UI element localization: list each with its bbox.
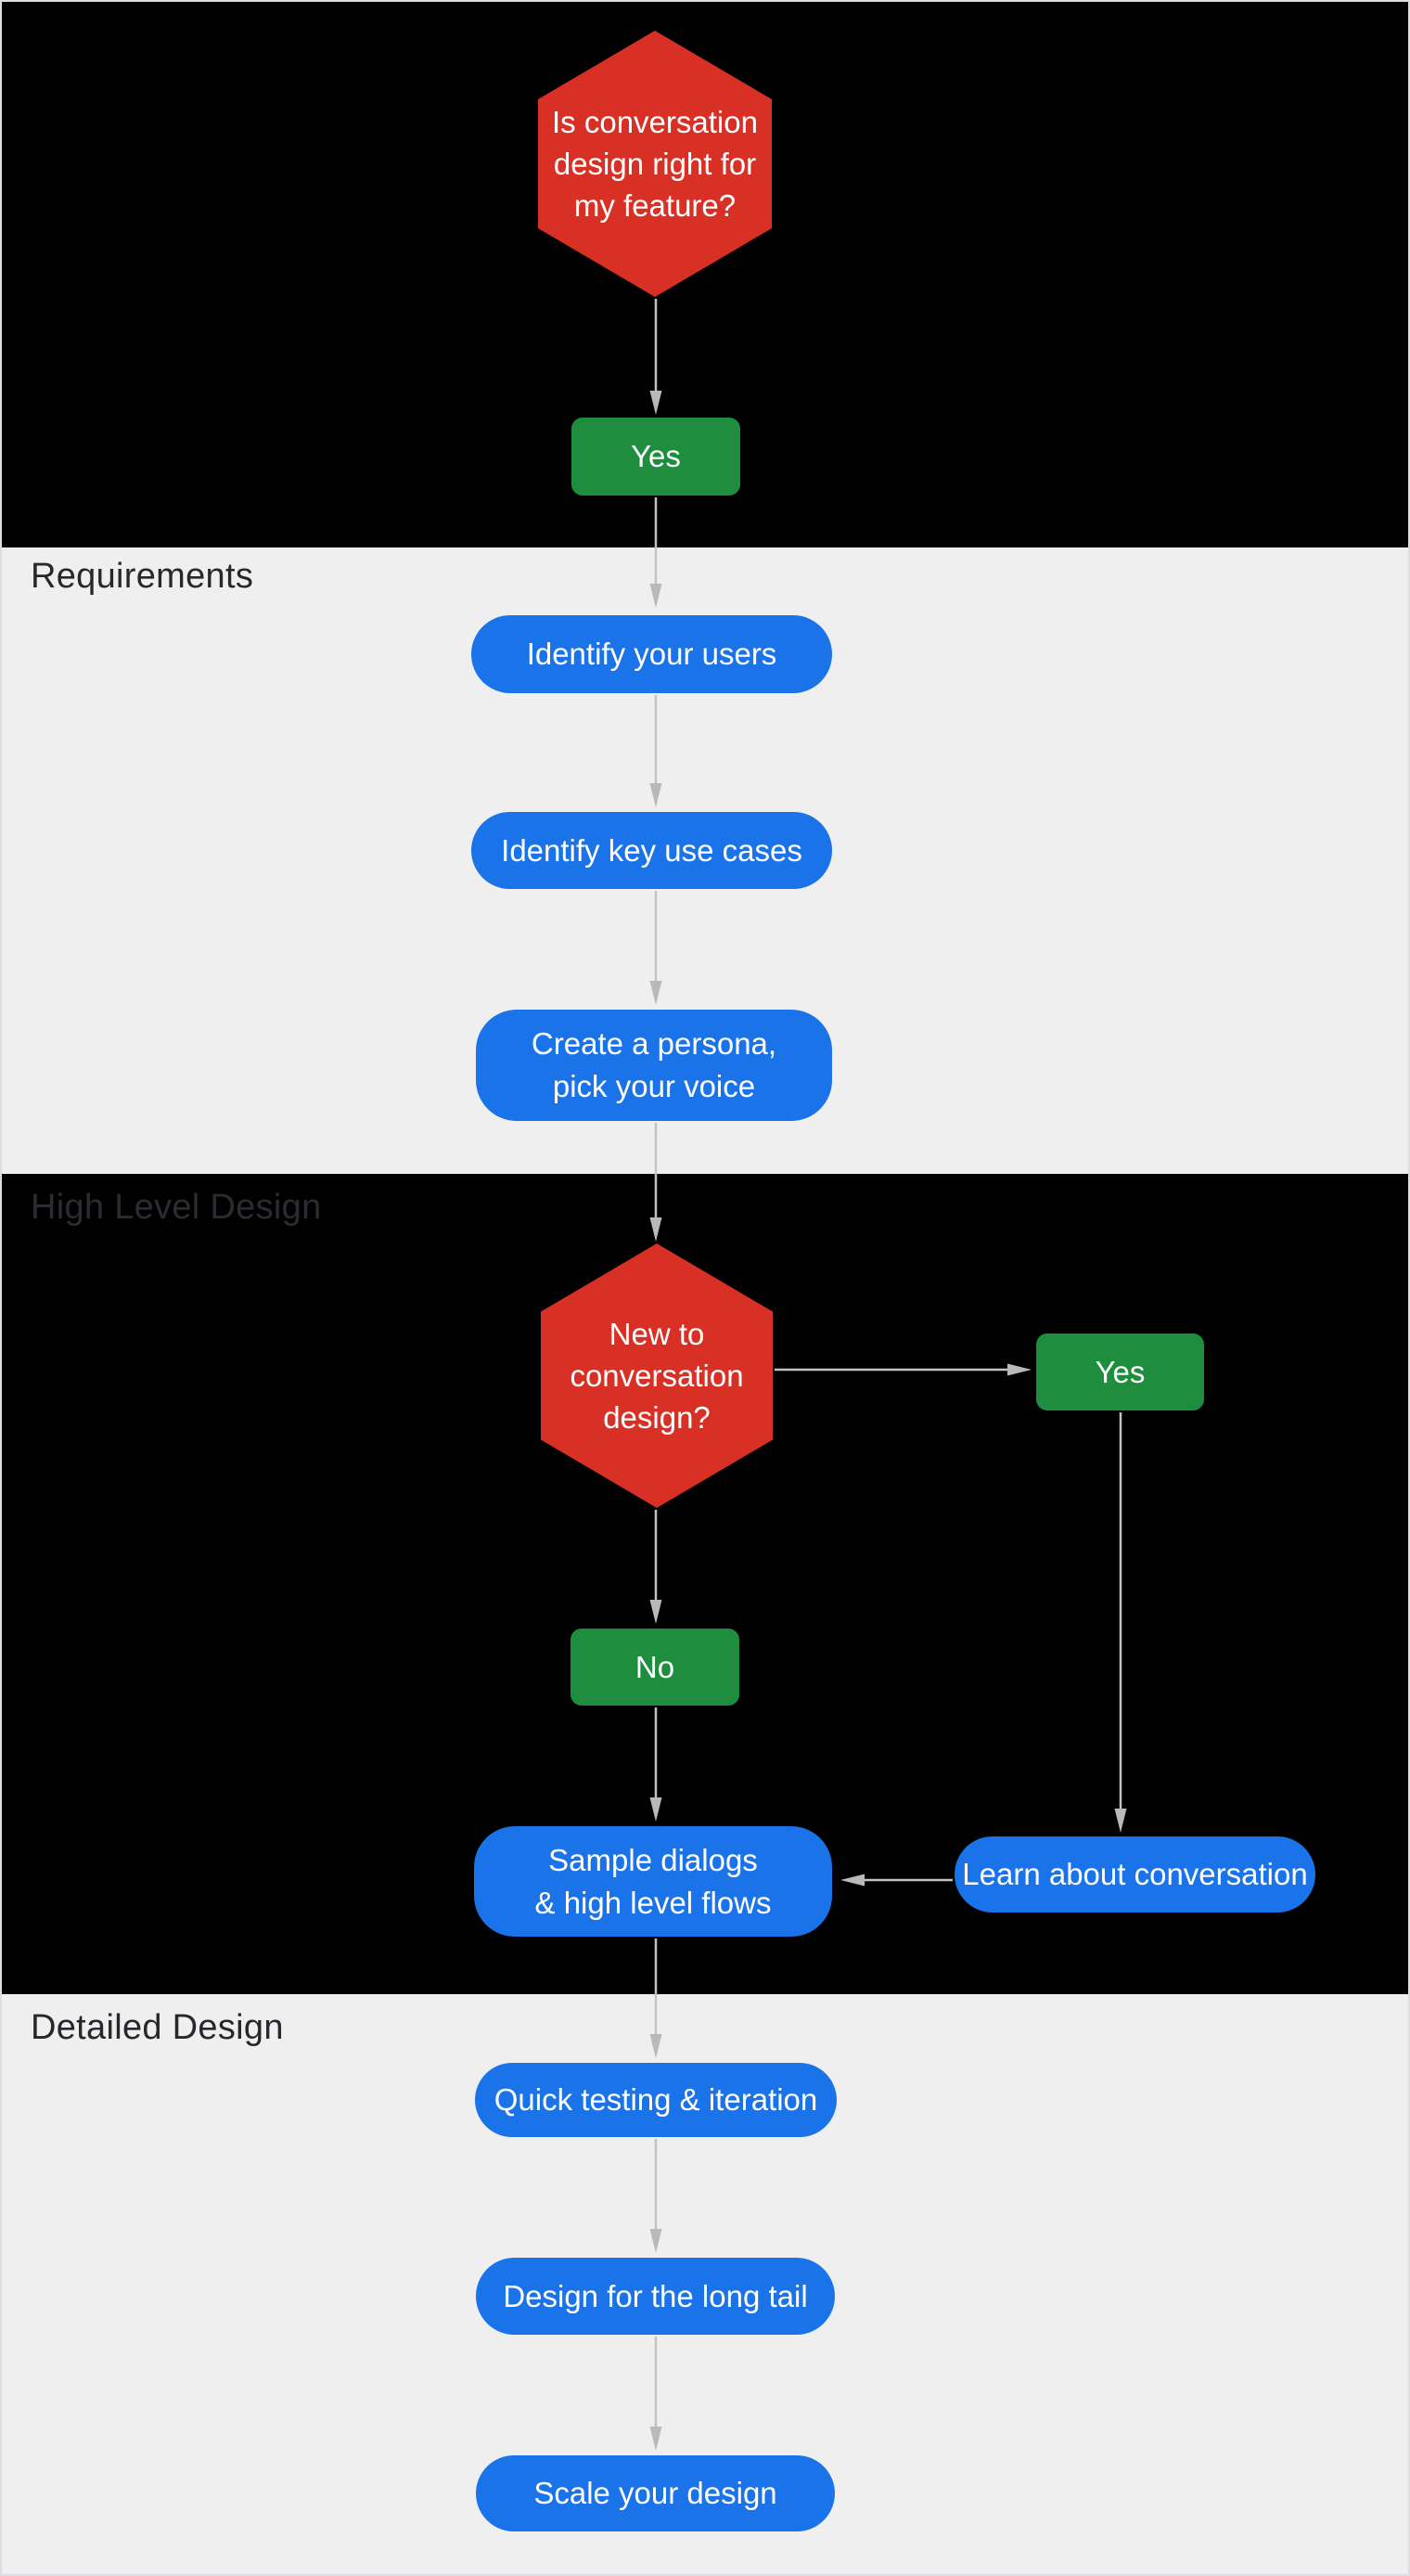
section-label-high-level-design: High Level Design	[31, 1188, 322, 1227]
decision-line: conversation	[570, 1359, 744, 1393]
decision-line: design?	[603, 1400, 711, 1435]
step-learn-about-conversation[interactable]: Learn about conversation	[955, 1836, 1315, 1913]
step-label: Design for the long tail	[503, 2278, 808, 2313]
answer-yes-new-to-design[interactable]: Yes	[1036, 1333, 1204, 1410]
step-line: Create a persona,	[531, 1026, 777, 1061]
step-sample-dialogs-high-level-flows[interactable]: Sample dialogs & high level flows	[474, 1826, 832, 1937]
answer-label: No	[634, 1649, 675, 1684]
step-design-for-long-tail[interactable]: Design for the long tail	[476, 2258, 835, 2335]
step-scale-your-design[interactable]: Scale your design	[476, 2455, 835, 2531]
decision-line: design right for	[553, 147, 757, 181]
step-label: Quick testing & iteration	[494, 2082, 818, 2117]
step-create-persona-pick-voice[interactable]: Create a persona, pick your voice	[476, 1010, 832, 1121]
step-label: Scale your design	[533, 2476, 777, 2510]
answer-yes-top[interactable]: Yes	[571, 418, 740, 496]
step-line: & high level flows	[534, 1885, 772, 1920]
answer-label: Yes	[1095, 1354, 1146, 1389]
decision-line: my feature?	[573, 188, 737, 223]
section-label-requirements: Requirements	[31, 557, 254, 596]
step-label: Identify key use cases	[501, 832, 802, 868]
step-line: Sample dialogs	[548, 1842, 758, 1877]
answer-no-new-to-design[interactable]: No	[570, 1629, 739, 1706]
step-label: Identify your users	[526, 637, 777, 671]
decision-line: New to	[609, 1317, 705, 1351]
step-identify-key-use-cases[interactable]: Identify key use cases	[471, 812, 832, 889]
step-identify-your-users[interactable]: Identify your users	[471, 615, 832, 693]
decision-line: Is conversation	[552, 105, 758, 139]
answer-label: Yes	[631, 439, 681, 473]
step-line: pick your voice	[552, 1069, 756, 1103]
section-label-detailed-design: Detailed Design	[31, 2008, 284, 2047]
step-quick-testing-iteration[interactable]: Quick testing & iteration	[475, 2063, 837, 2137]
step-label: Learn about conversation	[962, 1857, 1308, 1891]
